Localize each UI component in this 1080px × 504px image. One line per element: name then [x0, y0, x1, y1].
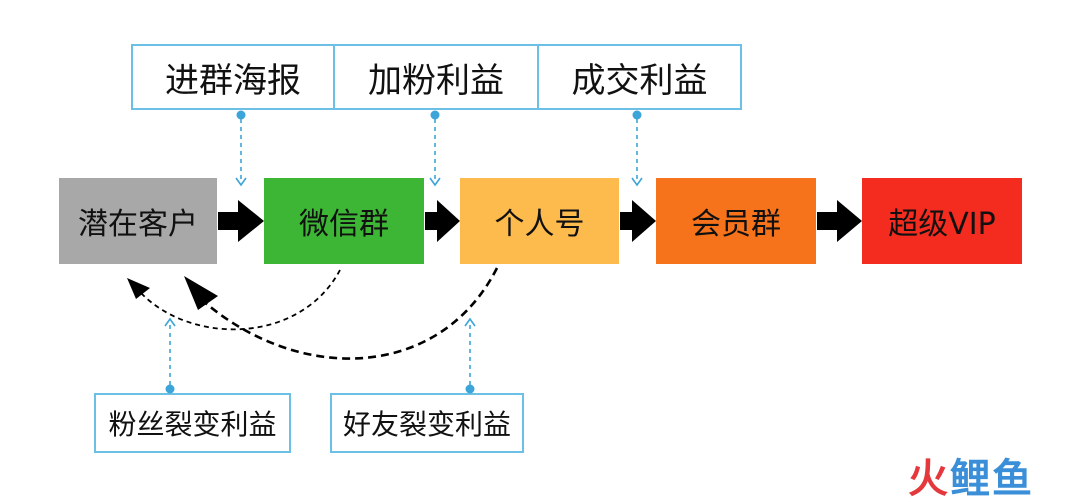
stage-label: 微信群: [299, 207, 389, 242]
bottom-label-friend-fission: 好友裂变利益: [330, 393, 524, 453]
stage-label: 会员群: [691, 207, 781, 242]
stage-super-vip: 超级VIP: [862, 178, 1022, 264]
top-label-text: 成交利益: [571, 60, 708, 101]
flow-arrow-2: [425, 200, 460, 242]
stage-member-group: 会员群: [656, 178, 816, 264]
stage-wechat-group: 微信群: [264, 178, 424, 264]
bottom-label-text: 粉丝裂变利益: [108, 408, 277, 441]
return-curve-small: [127, 269, 341, 331]
stage-label: 超级VIP: [888, 207, 996, 242]
stage-label: 个人号: [494, 207, 585, 242]
top-label-text: 加粉利益: [368, 60, 504, 101]
top-label-poster: 进群海报: [131, 44, 335, 110]
flow-arrow-4: [817, 200, 862, 242]
bottom-label-text: 好友裂变利益: [342, 408, 511, 441]
watermark-logo: 火 鲤鱼: [908, 446, 1034, 502]
top-connector-1: [235, 110, 247, 187]
stage-label: 潜在客户: [78, 207, 198, 242]
top-label-deal: 成交利益: [537, 44, 742, 110]
bottom-connector-1: [164, 317, 176, 394]
flow-arrow-1: [218, 200, 264, 242]
return-curve-large: [184, 267, 499, 360]
top-connector-3: [631, 110, 643, 187]
flow-arrow-3: [620, 200, 656, 242]
watermark-part2: 鲤鱼: [950, 456, 1034, 502]
stage-potential-customer: 潜在客户: [59, 178, 217, 264]
top-connector-2: [429, 110, 441, 187]
top-label-text: 进群海报: [165, 60, 301, 101]
watermark-part1: 火: [908, 456, 950, 502]
bottom-connector-2: [464, 317, 476, 394]
stage-personal-account: 个人号: [460, 178, 619, 264]
top-label-add-fans: 加粉利益: [333, 44, 539, 110]
bottom-label-fan-fission: 粉丝裂变利益: [94, 393, 291, 453]
